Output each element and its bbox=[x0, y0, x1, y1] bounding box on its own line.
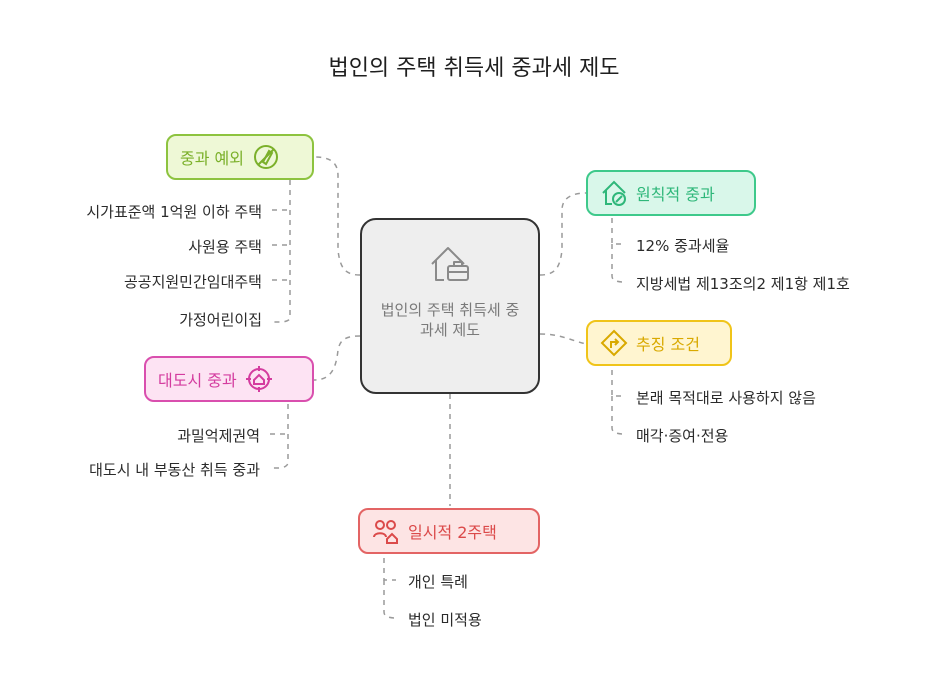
direction-sign-icon bbox=[600, 329, 628, 357]
node-exceptions-label: 중과 예외 bbox=[180, 149, 244, 168]
no-pen-icon bbox=[252, 143, 280, 171]
center-label: 법인의 주택 취득세 중과세 제도 bbox=[380, 301, 520, 339]
principle-item-2: 지방세법 제13조의2 제1항 제1호 bbox=[636, 275, 850, 293]
node-temporary: 일시적 2주택 bbox=[358, 508, 540, 554]
principle-item-1: 12% 중과세율 bbox=[636, 237, 730, 255]
exceptions-item-2: 사원용 주택 bbox=[188, 238, 262, 256]
metro-item-1: 과밀억제권역 bbox=[177, 427, 260, 445]
node-metro: 대도시 중과 bbox=[144, 356, 314, 402]
node-temporary-label: 일시적 2주택 bbox=[408, 523, 497, 542]
target-house-icon bbox=[245, 365, 273, 393]
node-metro-label: 대도시 중과 bbox=[158, 371, 237, 390]
metro-item-2: 대도시 내 부동산 취득 중과 bbox=[89, 461, 260, 479]
center-node: 법인의 주택 취득세 중과세 제도 bbox=[360, 218, 540, 394]
collection-item-1: 본래 목적대로 사용하지 않음 bbox=[636, 389, 816, 407]
house-percent-icon bbox=[600, 179, 628, 207]
node-principle-label: 원칙적 중과 bbox=[636, 185, 715, 204]
people-house-icon bbox=[372, 517, 400, 545]
house-briefcase-icon bbox=[362, 242, 538, 290]
exceptions-item-3: 공공지원민간임대주택 bbox=[123, 273, 262, 291]
node-collection-label: 추징 조건 bbox=[636, 335, 700, 354]
node-principle: 원칙적 중과 bbox=[586, 170, 756, 216]
exceptions-item-1: 시가표준액 1억원 이하 주택 bbox=[86, 203, 262, 221]
collection-item-2: 매각·증여·전용 bbox=[636, 427, 729, 445]
exceptions-item-4: 가정어린이집 bbox=[179, 311, 262, 329]
temporary-item-1: 개인 특례 bbox=[408, 573, 468, 591]
node-collection: 추징 조건 bbox=[586, 320, 732, 366]
diagram-title: 법인의 주택 취득세 중과세 제도 bbox=[328, 56, 620, 81]
temporary-item-2: 법인 미적용 bbox=[408, 611, 482, 629]
node-exceptions: 중과 예외 bbox=[166, 134, 314, 180]
